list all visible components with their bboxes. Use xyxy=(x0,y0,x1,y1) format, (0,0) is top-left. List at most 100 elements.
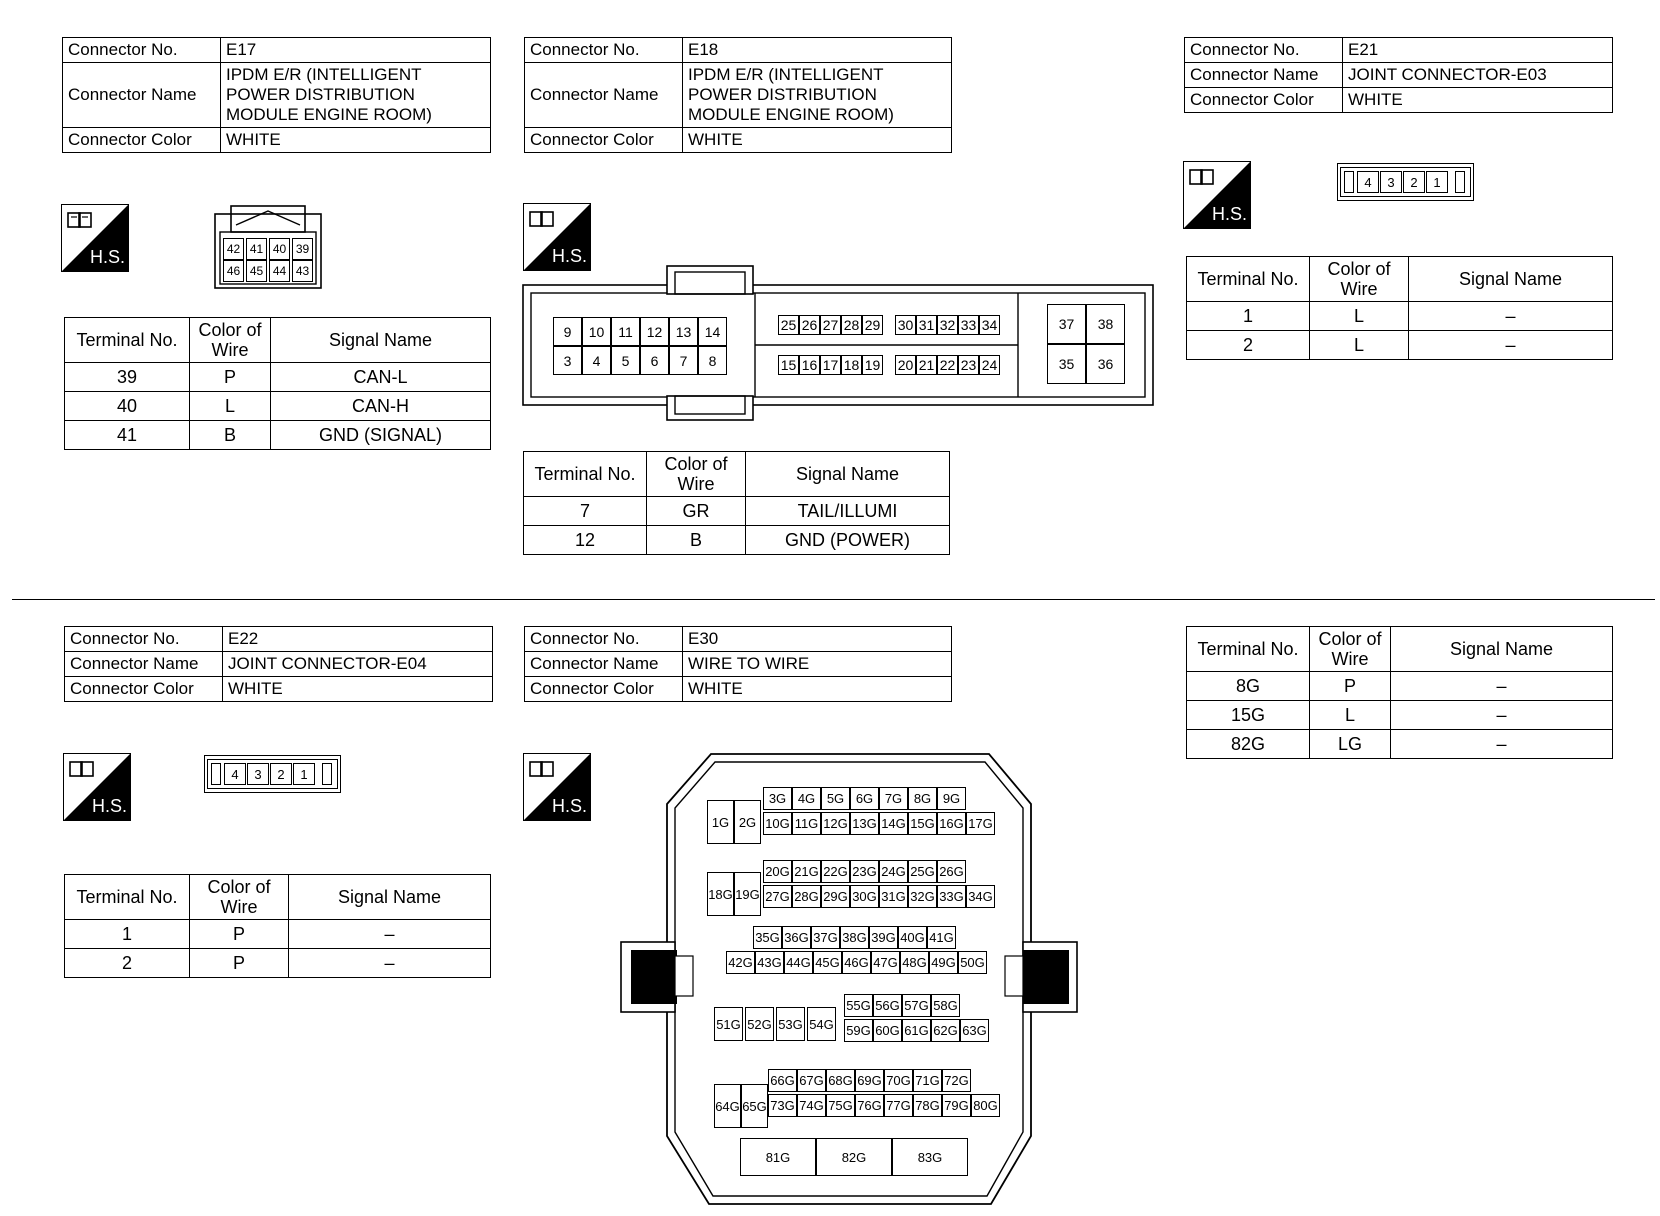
pin-cell: 12 xyxy=(640,317,669,346)
pin-cell: 42 xyxy=(223,238,244,260)
pin-cell: 7G xyxy=(879,787,908,810)
harness-side-icon: H.S. xyxy=(63,753,131,821)
pin-cell: 20G xyxy=(763,860,792,883)
pin-cell: 18 xyxy=(841,355,862,375)
e17-connector-info: Connector No. E17 Connector Name IPDM E/… xyxy=(62,37,491,153)
pin-cell: 19 xyxy=(862,355,883,375)
pin-cell: 27G xyxy=(763,885,792,908)
signal-name-header: Signal Name xyxy=(288,874,491,920)
header-line: Color of xyxy=(1318,629,1382,649)
pin-cell: 3 xyxy=(247,763,269,785)
pin-cell: 1 xyxy=(293,763,315,785)
pin-cell: 31 xyxy=(916,315,937,335)
connector-name-value: IPDM E/R (INTELLIGENT POWER DISTRIBUTION… xyxy=(682,62,952,128)
pin-cell: 30 xyxy=(895,315,916,335)
signal-name-cell: – xyxy=(1390,671,1613,701)
pin-cell: 42G xyxy=(726,951,755,974)
connector-name-label: Connector Name xyxy=(524,651,683,677)
pin-cell: 3 xyxy=(553,346,582,375)
connector-name-label: Connector Name xyxy=(1184,62,1343,88)
connector-color-value: WHITE xyxy=(1342,87,1613,113)
pin-cell: 81G xyxy=(740,1138,816,1176)
connector-color-value: WHITE xyxy=(222,676,493,702)
pin-cell: 67G xyxy=(797,1069,826,1092)
color-of-wire-header: Color of Wire xyxy=(189,317,271,363)
wire-color-cell: P xyxy=(189,919,289,949)
pin-cell: 46G xyxy=(842,951,871,974)
pin-cell: 43G xyxy=(755,951,784,974)
pin-cell: 4 xyxy=(582,346,611,375)
wire-color-cell: P xyxy=(189,948,289,978)
table-row: 39 P CAN-L xyxy=(64,362,491,392)
pin-cell: 23 xyxy=(958,355,979,375)
pin-cell: 21G xyxy=(792,860,821,883)
pin-cell: 10G xyxy=(763,812,792,835)
pin-cell: 24G xyxy=(879,860,908,883)
connector-color-label: Connector Color xyxy=(62,127,221,153)
color-of-wire-header: Color of Wire xyxy=(1309,626,1391,672)
pin-cell: 41G xyxy=(927,926,956,949)
signal-name-cell: – xyxy=(1408,301,1613,331)
connector-name-value: JOINT CONNECTOR-E03 xyxy=(1342,62,1613,88)
pin-cell: 49G xyxy=(929,951,958,974)
table-row: 40 L CAN-H xyxy=(64,391,491,421)
pin-cell: 4 xyxy=(1357,171,1379,193)
connector-name-line: IPDM E/R (INTELLIGENT xyxy=(226,65,422,84)
pin-cell: 36 xyxy=(1086,344,1125,384)
pin-cell: 46 xyxy=(223,260,244,282)
pin-cell: 74G xyxy=(797,1094,826,1117)
connector-color-label: Connector Color xyxy=(64,676,223,702)
pin-cell: 13G xyxy=(850,812,879,835)
pin-cell: 15G xyxy=(908,812,937,835)
table-row: 7 GR TAIL/ILLUMI xyxy=(523,496,950,526)
header-line: Color of xyxy=(1327,259,1391,279)
pin-cell: 5 xyxy=(611,346,640,375)
terminal-no-cell: 7 xyxy=(523,496,647,526)
pin-cell: 14 xyxy=(698,317,727,346)
pin-cell: 60G xyxy=(873,1019,902,1042)
terminal-no-cell: 2 xyxy=(1186,330,1310,360)
signal-name-cell: – xyxy=(1390,700,1613,730)
pin-cell: 19G xyxy=(734,872,761,916)
table-row: 41 B GND (SIGNAL) xyxy=(64,420,491,450)
signal-name-cell: – xyxy=(1390,729,1613,759)
terminal-no-cell: 40 xyxy=(64,391,190,421)
pin-cell: 2G xyxy=(734,800,761,844)
pin-cell: 22G xyxy=(821,860,850,883)
pin-cell: 5G xyxy=(821,787,850,810)
pin-cell: 8 xyxy=(698,346,727,375)
pin-cell: 26G xyxy=(937,860,966,883)
pin-cell: 79G xyxy=(942,1094,971,1117)
pin-cell: 66G xyxy=(768,1069,797,1092)
signal-name-cell: CAN-H xyxy=(270,391,491,421)
pin-cell: 9G xyxy=(937,787,966,810)
pin-cell: 24 xyxy=(979,355,1000,375)
color-of-wire-header: Color of Wire xyxy=(646,451,746,497)
table-row: 82G LG – xyxy=(1186,729,1613,759)
terminal-no-header: Terminal No. xyxy=(523,451,647,497)
color-of-wire-header: Color of Wire xyxy=(1309,256,1409,302)
table-row: 2 L – xyxy=(1186,330,1613,360)
harness-side-icon: H.S. xyxy=(1183,161,1251,229)
e30-connector-info: Connector No. E30 Connector Name WIRE TO… xyxy=(524,626,952,702)
pin-cell: 12G xyxy=(821,812,850,835)
e18-connector-face xyxy=(522,265,1154,421)
e30-connector-housing xyxy=(619,752,1080,1206)
pin-cell: 40G xyxy=(898,926,927,949)
pin-cell: 80G xyxy=(971,1094,1000,1117)
harness-side-icon: H.S. xyxy=(523,203,591,271)
pin-cell: 62G xyxy=(931,1019,960,1042)
pin-cell: 68G xyxy=(826,1069,855,1092)
pin-cell: 16 xyxy=(799,355,820,375)
header-line: Color of xyxy=(198,320,262,340)
connector-color-label: Connector Color xyxy=(1184,87,1343,113)
pin-cell: 2 xyxy=(1403,171,1425,193)
connector-no-value: E30 xyxy=(682,626,952,652)
terminal-no-cell: 8G xyxy=(1186,671,1310,701)
pin-cell: 52G xyxy=(745,1007,774,1041)
pin-cell: 56G xyxy=(873,994,902,1017)
pin-cell: 18G xyxy=(707,872,734,916)
terminal-no-cell: 82G xyxy=(1186,729,1310,759)
header-line: Wire xyxy=(1331,649,1369,669)
signal-name-cell: – xyxy=(288,919,491,949)
